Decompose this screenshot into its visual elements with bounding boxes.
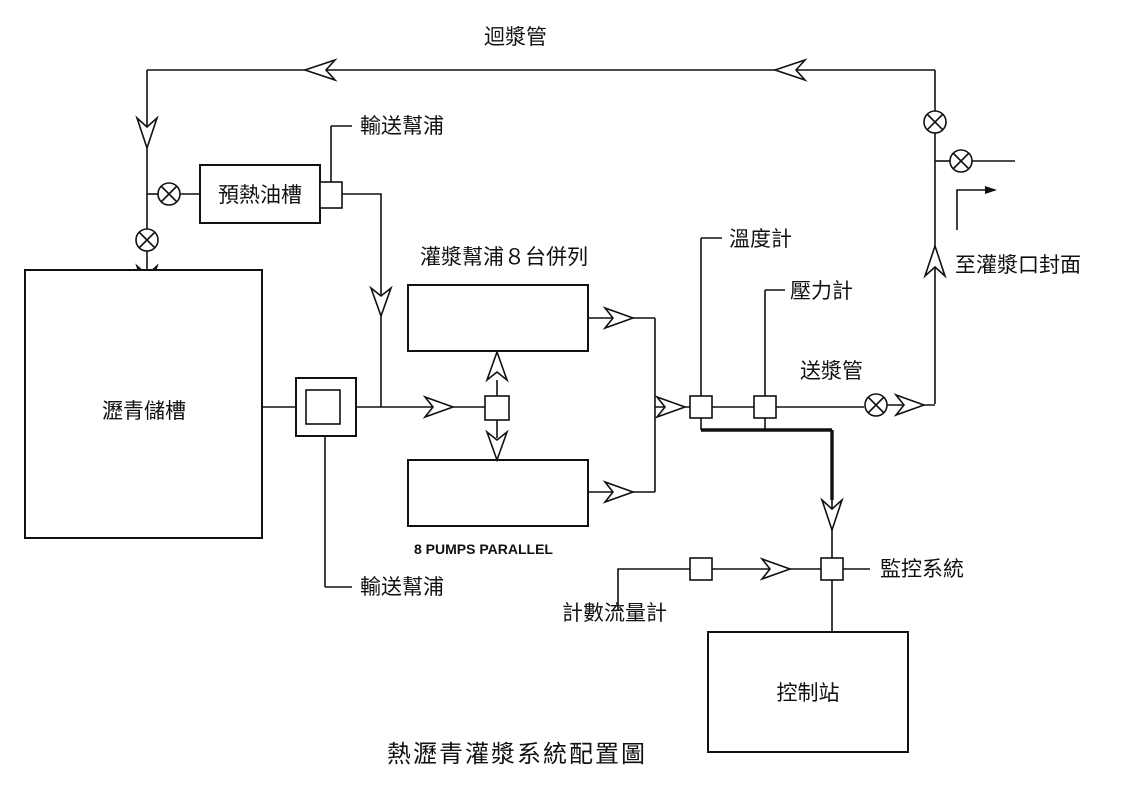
supply-up-arrow [923,243,947,279]
flow-meter-arrow [759,557,793,581]
control-station-label: 控制站 [777,681,840,705]
merge-right-arrow [654,395,688,419]
flow-meter-label: 計數流量計 [562,601,667,625]
return-flow-arrow-left [302,58,338,82]
return-pipe-label: 迴漿管 [484,25,547,49]
preheat-tank [199,164,321,224]
monitor-system-node [820,557,844,581]
manifold-down-arrow [485,429,509,463]
valve-return-outlet[interactable] [923,110,947,134]
grout-pump-bank-lower [407,459,589,527]
preheat-tank-label: 預熱油槽 [218,183,302,207]
feed-right-arrow [422,395,456,419]
return-flow-arrow-right [772,58,808,82]
valve-supply[interactable] [864,393,888,417]
return-down-arrow-1 [135,115,159,151]
asphalt-storage-tank [24,269,263,539]
grout-pump-bank-upper [407,284,589,352]
feed-pump-top-box [319,181,343,209]
pressure-gauge-label: 壓力計 [790,279,853,303]
valve-preheat-branch[interactable] [157,182,181,206]
pump-upper-out-arrow [602,306,636,330]
valve-branch-outlet[interactable] [949,149,973,173]
supply-pipe-label: 送漿管 [800,359,863,383]
thermometer-label: 溫度計 [729,227,792,251]
asphalt-storage-tank-label: 瀝青儲槽 [102,399,186,423]
pressure-gauge-sensor [753,395,777,419]
flow-meter-sensor [689,557,713,581]
signal-down-arrow [820,497,844,533]
feed-pump-bottom-label: 輸送幫浦 [360,575,444,599]
distribution-manifold [484,395,510,421]
diagram-title: 熱瀝青灌漿系統配置圖 [387,740,647,768]
outlet-arrow [985,186,997,194]
to-grout-port-label: 至灌漿口封面 [955,253,1081,277]
monitor-system-label: 監控系統 [880,557,964,581]
supply-right-arrow [893,393,927,417]
feed-pump-top-label: 輸送幫浦 [360,114,444,138]
grout-pumps-label: 灌漿幫浦８台併列 [420,245,588,269]
manifold-up-arrow [485,349,509,383]
return-pipe [146,69,936,404]
feed-down-arrow [369,285,393,319]
thermometer-sensor [689,395,713,419]
feed-pump-bottom-inner [305,389,341,425]
control-station [707,631,909,753]
valve-return-inlet[interactable] [135,228,159,252]
pumps-parallel-label: 8 PUMPS PARALLEL [414,541,553,557]
pump-lower-out-arrow [602,480,636,504]
